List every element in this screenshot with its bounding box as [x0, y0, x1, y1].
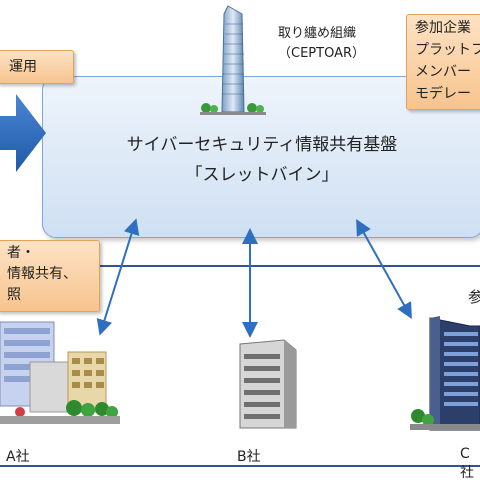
company-b-building-icon — [239, 339, 297, 429]
arrow-a — [96, 218, 140, 336]
participants-note: 参加企業 プラットフ メンバー モデレー — [406, 14, 480, 110]
operation-note: 運用 — [0, 50, 74, 84]
arrow-c — [356, 219, 412, 319]
org-title: 取り纏め組織 — [278, 26, 357, 41]
sharing-line-1: 者・ — [7, 245, 35, 261]
right-partial-label: 参 — [468, 288, 480, 306]
platform-title: サイバーセキュリティ情報共有基盤 — [126, 135, 398, 155]
sharing-line-3: 照 — [7, 287, 21, 303]
org-subtitle: （CEPTOAR） — [278, 46, 366, 61]
participants-line-2: プラットフ — [415, 42, 480, 58]
operation-note-text: 運用 — [9, 59, 37, 75]
platform-subtitle: 「スレットバイン」 — [185, 165, 339, 185]
company-a-label: A社 — [6, 449, 30, 465]
participants-line-1: 参加企業 — [415, 20, 471, 36]
sharing-line-2: 情報共有、 — [7, 266, 77, 282]
company-c-building-icon — [410, 316, 480, 431]
flow-arrow-icon — [0, 94, 46, 172]
company-c-label: C社 — [460, 446, 474, 481]
company-a-building-icon — [0, 321, 120, 424]
company-b-label: B社 — [237, 449, 261, 465]
participants-line-4: モデレー — [415, 86, 471, 102]
participants-line-3: メンバー — [415, 64, 471, 80]
tower-building-icon — [200, 5, 266, 115]
